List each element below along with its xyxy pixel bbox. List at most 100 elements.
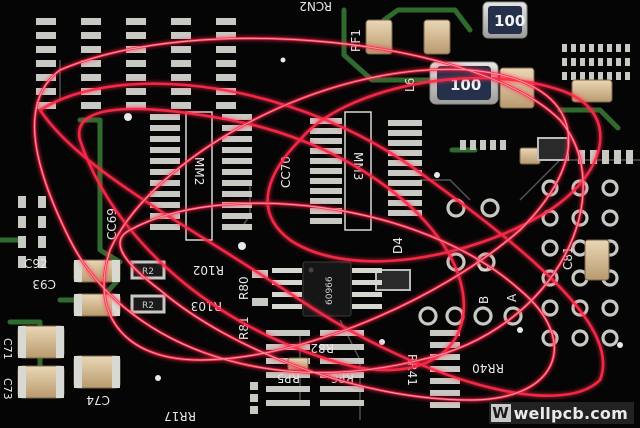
smd-pad — [18, 196, 26, 208]
ic-soic8 — [272, 261, 382, 317]
smd-pad — [602, 150, 609, 164]
ic-pad — [222, 158, 252, 164]
capacitor-end-caps — [18, 260, 120, 398]
resistor-pack-pad — [430, 342, 460, 348]
smd-pad — [126, 102, 146, 109]
through-hole — [473, 306, 493, 326]
smd-pad — [126, 18, 146, 25]
ic-pad — [388, 150, 422, 156]
smd-pad — [562, 72, 567, 80]
smd-pad — [589, 44, 594, 52]
resistor-pack-pad — [266, 372, 310, 378]
smd-pad — [571, 58, 576, 66]
smd-pad — [589, 72, 594, 80]
via-pad — [250, 406, 258, 414]
label-pin-a: A — [505, 293, 519, 302]
header-pin — [601, 209, 619, 227]
label-rf1: RF1 — [349, 29, 363, 52]
smd-pad — [598, 44, 603, 52]
smd-pad — [171, 88, 191, 95]
label-c73: C73 — [1, 378, 14, 400]
smd-pad — [616, 44, 621, 52]
ic-pad — [388, 180, 422, 186]
smd-pad — [36, 88, 56, 95]
label-rr17: RR17 — [164, 409, 196, 423]
smd-pad — [36, 46, 56, 53]
smd-pad — [616, 72, 621, 80]
smd-pad — [578, 150, 585, 164]
smd-pad — [38, 256, 46, 268]
ic-pad — [150, 158, 180, 164]
smd-pad — [571, 44, 576, 52]
label-c81: C81 — [561, 246, 575, 270]
through-hole — [418, 306, 438, 326]
smd-pad — [36, 74, 56, 81]
label-r103: R103 — [191, 299, 222, 313]
label-mm2: MM2 — [192, 157, 206, 185]
via-pad — [250, 382, 258, 390]
ic-pad — [150, 224, 180, 230]
resistor-r2-label-b: R2 — [142, 301, 154, 311]
label-c74: C74 — [86, 393, 110, 407]
smd-pad — [171, 46, 191, 53]
label-rcn2: RCN2 — [299, 0, 332, 13]
ic-pad — [150, 147, 180, 153]
smd-pad — [171, 74, 191, 81]
ic-pad — [222, 147, 252, 153]
ic-pad — [310, 208, 342, 214]
light-trail-highlights — [34, 37, 584, 401]
ic-marking: 60966 — [325, 276, 335, 305]
resistor-pack-pad — [430, 402, 460, 408]
header-pin — [541, 299, 559, 317]
smd-pad — [598, 58, 603, 66]
smd-pad — [607, 72, 612, 80]
resistor-pack-pad — [430, 378, 460, 384]
header-pin — [601, 299, 619, 317]
header-pin — [571, 329, 589, 347]
watermark-logo: W — [490, 404, 511, 422]
ic-pad — [222, 191, 252, 197]
smd-pad — [171, 18, 191, 25]
smd-pad — [470, 140, 476, 150]
label-c93: C93 — [32, 277, 56, 291]
resistor-pack-pad — [320, 372, 364, 378]
resistor-pack-pad — [430, 354, 460, 360]
smd-pad — [480, 140, 486, 150]
smd-pad — [18, 256, 26, 268]
label-c71: C71 — [1, 338, 14, 360]
inductor-top — [482, 1, 528, 39]
smd-pad — [625, 58, 630, 66]
inductor-l6-marking: 100 — [450, 76, 481, 94]
ic-pad — [222, 213, 252, 219]
ic-pad — [222, 136, 252, 142]
smd-pad — [38, 196, 46, 208]
label-pin-b: B — [477, 296, 491, 304]
ic-pad — [222, 224, 252, 230]
smd-pad — [607, 58, 612, 66]
smd-pad — [171, 102, 191, 109]
smd-pad — [126, 74, 146, 81]
label-cc70: CC70 — [279, 156, 293, 188]
smd-pad — [38, 236, 46, 248]
resistor-pack-pad — [430, 330, 460, 336]
smd-pad — [126, 32, 146, 39]
header-pin — [541, 239, 559, 257]
ic-pad — [150, 136, 180, 142]
smd-pad — [36, 60, 56, 67]
ic-pad — [310, 188, 342, 194]
ceramic-capacitors — [17, 19, 613, 399]
label-r80: R80 — [237, 276, 251, 300]
smd-pad-array-left — [18, 18, 236, 268]
smd-pad — [616, 58, 621, 66]
smd-pad — [216, 18, 236, 25]
inductor-top-marking: 100 — [494, 12, 525, 30]
through-hole — [445, 306, 465, 326]
smd-pad — [580, 44, 585, 52]
ic-pad — [388, 130, 422, 136]
ic-footprint-pads — [150, 114, 460, 414]
watermark: W wellpcb.com — [488, 402, 634, 424]
smd-pad-array-right — [460, 44, 633, 164]
smd-pad — [18, 216, 26, 228]
